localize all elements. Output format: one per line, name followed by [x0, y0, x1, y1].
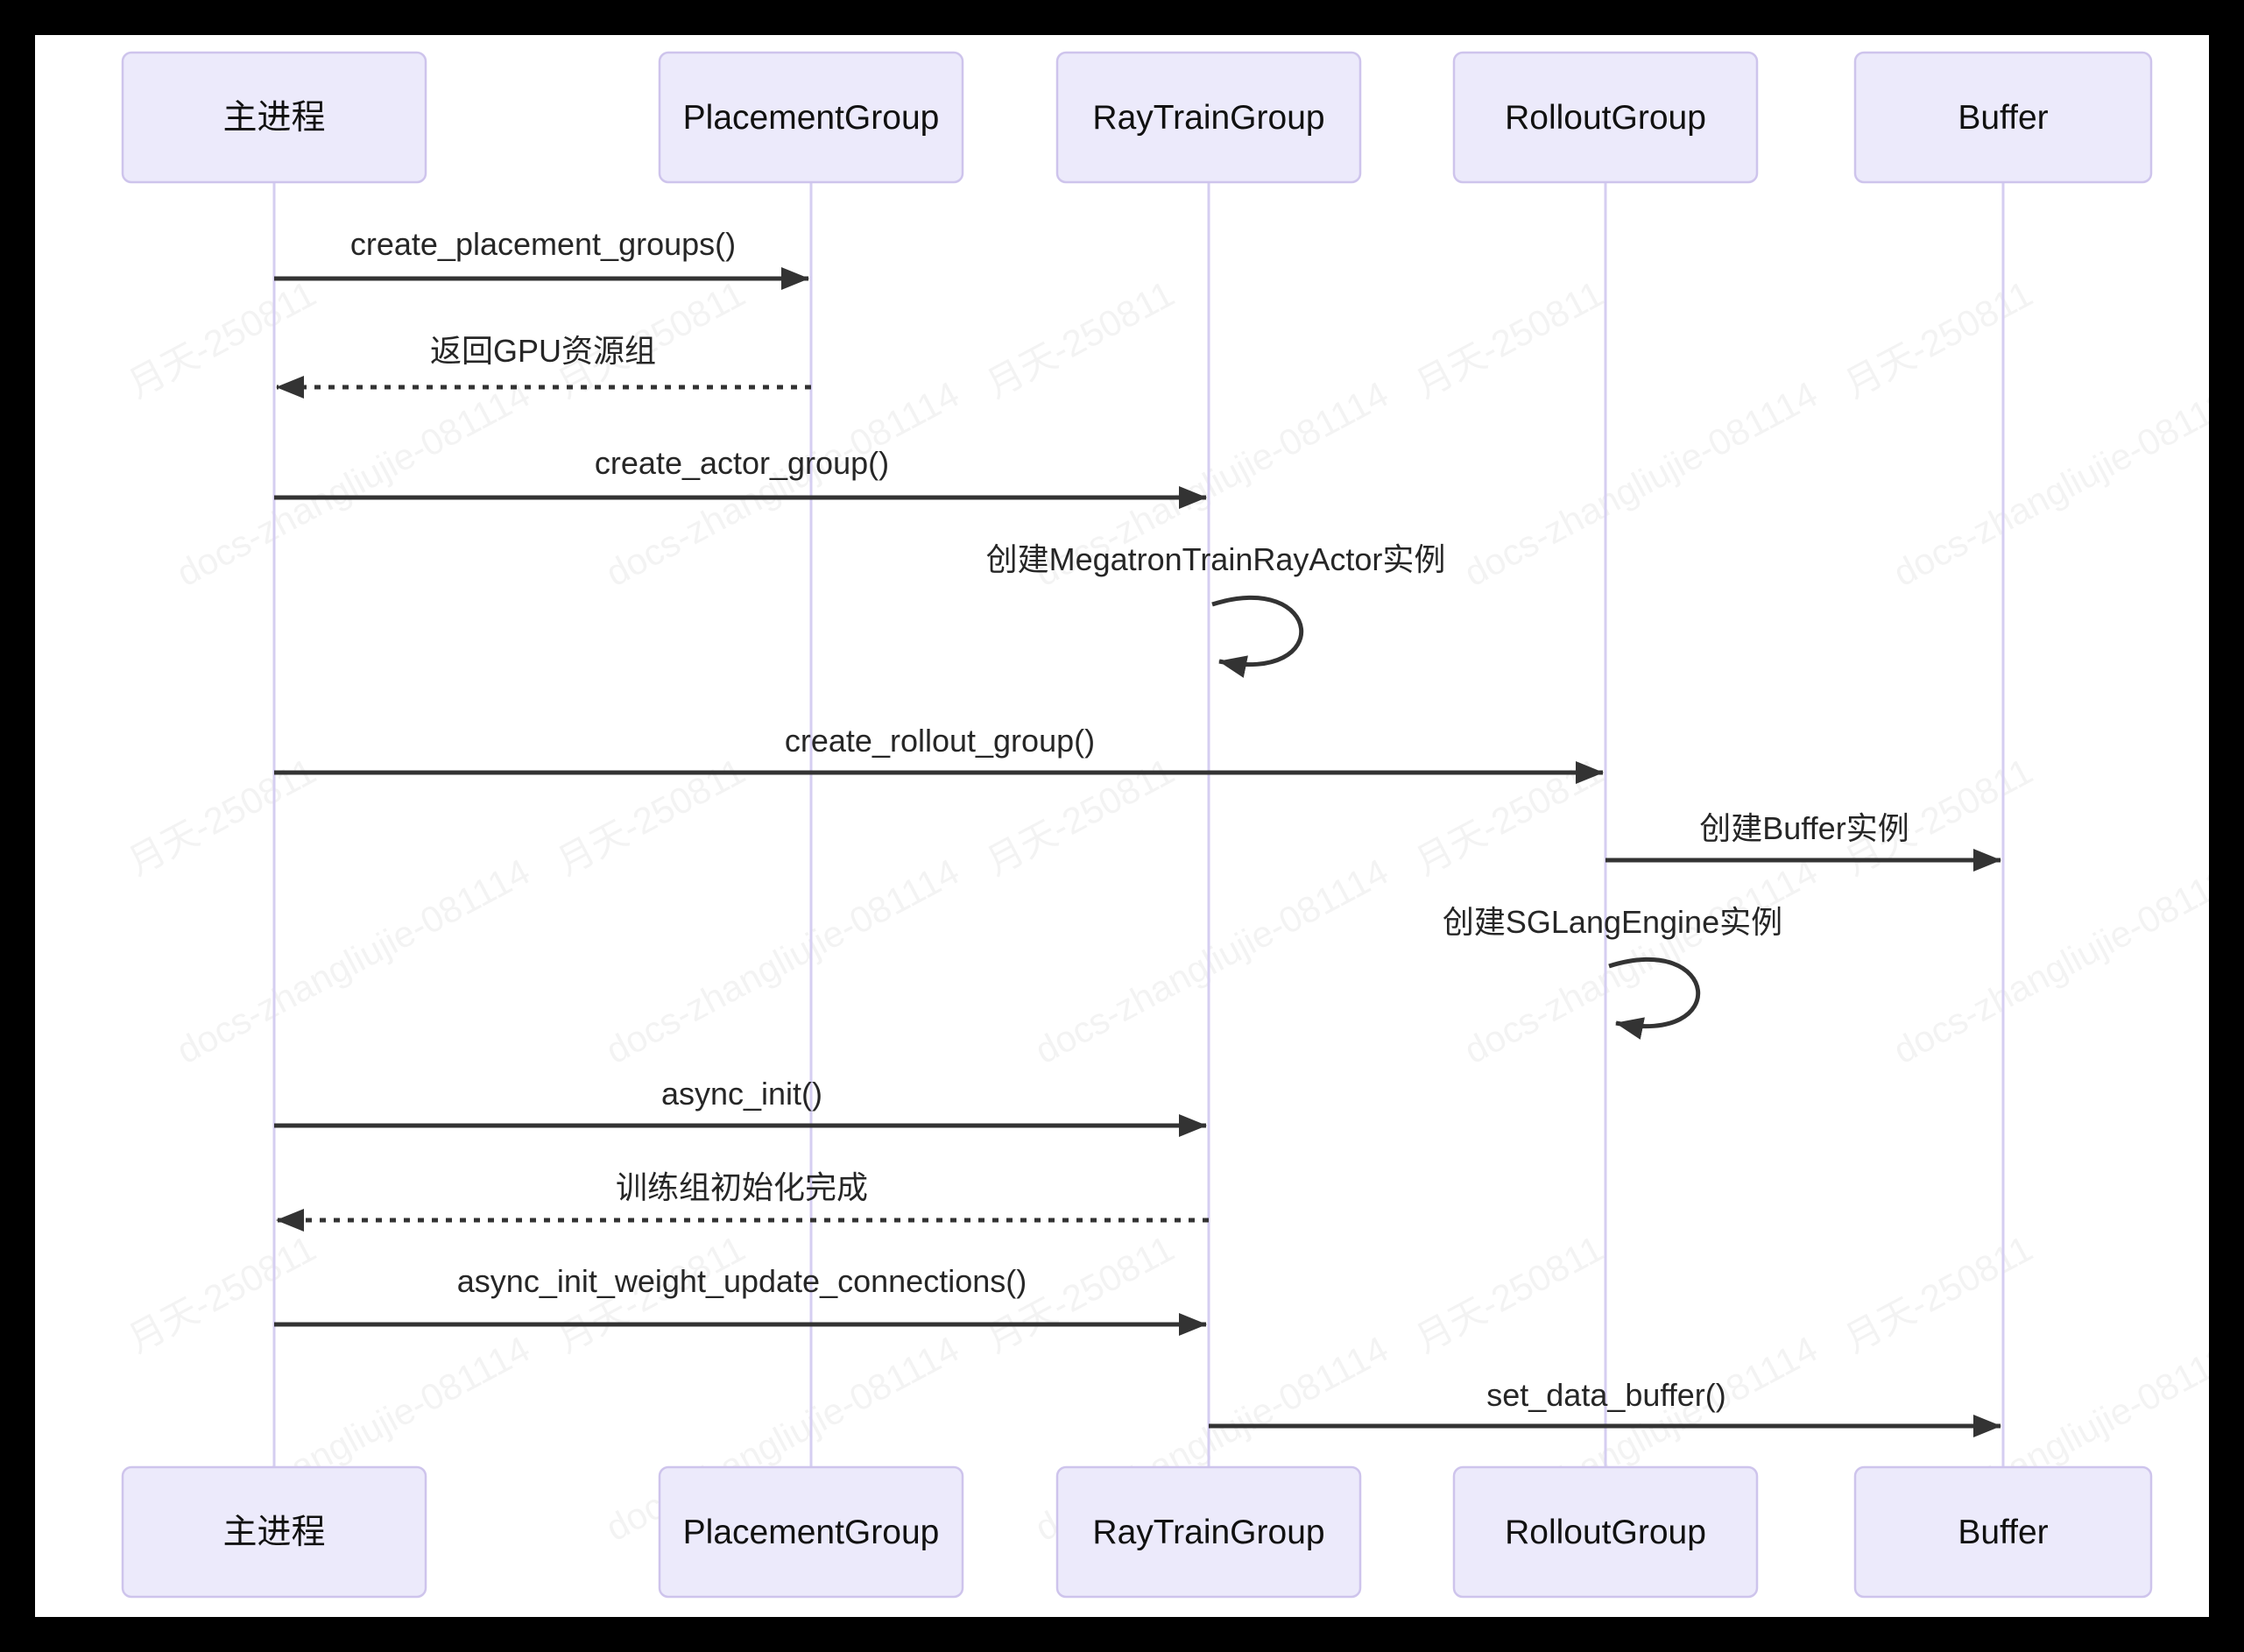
actor-box: [121, 1465, 427, 1599]
message-label: 创建MegatronTrainRayActor实例: [986, 541, 1446, 577]
message-label: 返回GPU资源组: [430, 333, 656, 369]
message-label: 训练组初始化完成: [616, 1169, 868, 1205]
diagram-canvas: [35, 35, 2209, 1617]
message-label: create_placement_groups(): [350, 226, 736, 262]
participant-top-placement-group: PlacementGroup: [658, 51, 964, 184]
message-set-data-buffer: set_data_buffer(): [1209, 1377, 2001, 1437]
self-loop-arrow: [1211, 595, 1304, 678]
message-async-init-weight-update: async_init_weight_update_connections(): [274, 1263, 1207, 1336]
message-label: create_actor_group(): [595, 445, 889, 481]
message-label: set_data_buffer(): [1486, 1377, 1726, 1413]
actor-box: [1055, 51, 1362, 184]
participant-top-buffer: Buffer: [1853, 51, 2153, 184]
message-label: create_rollout_group(): [785, 723, 1095, 759]
actor-label: PlacementGroup: [683, 1514, 940, 1551]
message-create-buffer-instance: 创建Buffer实例: [1605, 810, 2001, 872]
message-create-megatron-actor-self: 创建MegatronTrainRayActor实例: [986, 541, 1446, 678]
participant-top-rollout-group: RolloutGroup: [1452, 51, 1759, 184]
actor-box: [1452, 51, 1759, 184]
actor-label: RolloutGroup: [1505, 1514, 1706, 1551]
message-label: 创建SGLangEngine实例: [1443, 904, 1782, 940]
actor-label: RolloutGroup: [1505, 99, 1706, 137]
message-label: async_init(): [661, 1076, 822, 1112]
self-loop-arrow: [1608, 957, 1701, 1040]
message-create-sglang-engine-self: 创建SGLangEngine实例: [1443, 904, 1782, 1040]
message-create-rollout-group: create_rollout_group(): [274, 723, 1604, 784]
message-label: async_init_weight_update_connections(): [457, 1263, 1027, 1299]
participant-bottom-rollout-group: RolloutGroup: [1452, 1465, 1759, 1599]
actor-label: RayTrainGroup: [1092, 99, 1324, 137]
message-create-actor-group: create_actor_group(): [274, 445, 1207, 509]
actor-label: PlacementGroup: [683, 99, 940, 137]
actor-box: [658, 51, 964, 184]
participant-bottom-main-process: 主进程: [121, 1465, 427, 1599]
participant-bottom-placement-group: PlacementGroup: [658, 1465, 964, 1599]
message-create-placement-groups: create_placement_groups(): [274, 226, 809, 290]
actor-box: [121, 51, 427, 184]
actor-label: RayTrainGroup: [1092, 1514, 1324, 1551]
participant-bottom-ray-train-group: RayTrainGroup: [1055, 1465, 1362, 1599]
message-label: 创建Buffer实例: [1699, 810, 1909, 846]
message-async-init: async_init(): [274, 1076, 1207, 1137]
message-return-gpu-groups: 返回GPU资源组: [276, 333, 811, 399]
participant-bottom-buffer: Buffer: [1853, 1465, 2153, 1599]
participant-top-main-process: 主进程: [121, 51, 427, 184]
actor-box: [1853, 51, 2153, 184]
actor-box: [1055, 1465, 1362, 1599]
message-train-group-init-done: 训练组初始化完成: [276, 1169, 1209, 1232]
actor-label: Buffer: [1958, 99, 2048, 137]
actor-label: 主进程: [222, 1514, 325, 1551]
actor-box: [1452, 1465, 1759, 1599]
actor-label: 主进程: [222, 99, 325, 137]
actor-box: [658, 1465, 964, 1599]
actor-label: Buffer: [1958, 1514, 2048, 1551]
actor-box: [1853, 1465, 2153, 1599]
participant-top-ray-train-group: RayTrainGroup: [1055, 51, 1362, 184]
